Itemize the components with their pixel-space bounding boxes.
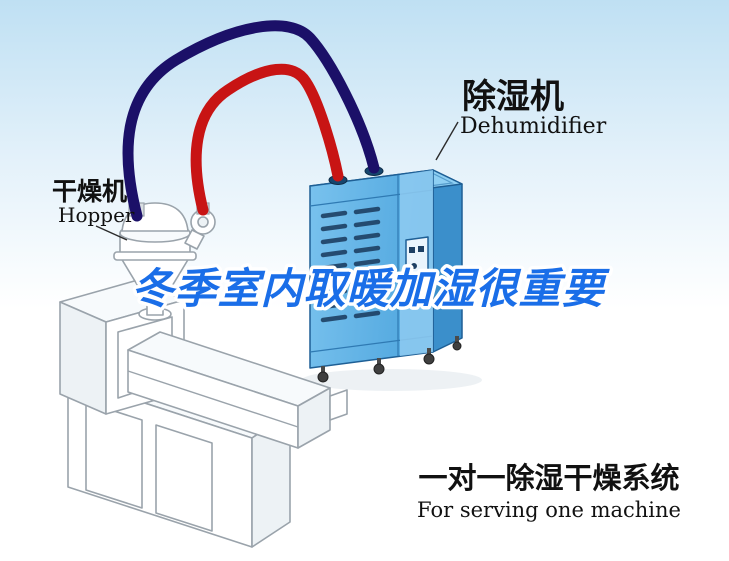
caster-wheel: [423, 353, 435, 365]
cabinet-side-face: [432, 169, 463, 353]
hopper-label-en: Hopper: [58, 203, 135, 227]
extruder-door-panel-1: [85, 401, 143, 509]
caster-wheel: [373, 363, 385, 375]
overlay-title: 冬季室内取暖加湿很重要: [131, 264, 610, 313]
hopper-flange-ring: [113, 251, 197, 261]
return-air-pipe-red: [190, 63, 344, 216]
system-caption-cn: 一对一除湿干燥系统: [418, 461, 679, 495]
wheel-stem: [427, 348, 431, 356]
extruder-barrel-seam: [127, 370, 299, 428]
extruder-barrel-end-face: [297, 387, 331, 449]
hopper-outlet-tube: [146, 300, 164, 316]
dehumidifier-label-cn: 除湿机: [462, 77, 564, 117]
caster-wheel: [317, 371, 329, 383]
system-caption-en: For serving one machine: [417, 498, 681, 522]
dehumidifier-illustration: [309, 166, 463, 383]
panel-knob: [411, 263, 417, 269]
caster-wheels: [317, 336, 462, 383]
vent-slots-column-2: [353, 206, 381, 319]
wheel-stem: [377, 358, 381, 366]
dehumidifier-shadow: [302, 369, 482, 391]
dry-air-pipe-blue: [122, 20, 380, 222]
vent-slots-column-1: [320, 210, 348, 323]
hopper-label-cn: 干燥机: [52, 177, 127, 206]
panel-button-1: [409, 247, 415, 253]
wheel-stem: [321, 366, 325, 374]
blower-hub-icon: [197, 216, 209, 228]
extruder-door-panel-2: [155, 424, 213, 532]
caster-wheel: [452, 341, 462, 351]
dehumidifier-label-en: Dehumidifier: [460, 114, 607, 139]
hopper-pointer-line: [95, 225, 128, 241]
extruder-die-head: [329, 389, 348, 421]
wheel-stem: [455, 336, 459, 343]
dehumidifier-pointer-line: [435, 121, 459, 161]
panel-button-2: [418, 246, 424, 252]
extruder-feed-left-face: [59, 301, 107, 415]
